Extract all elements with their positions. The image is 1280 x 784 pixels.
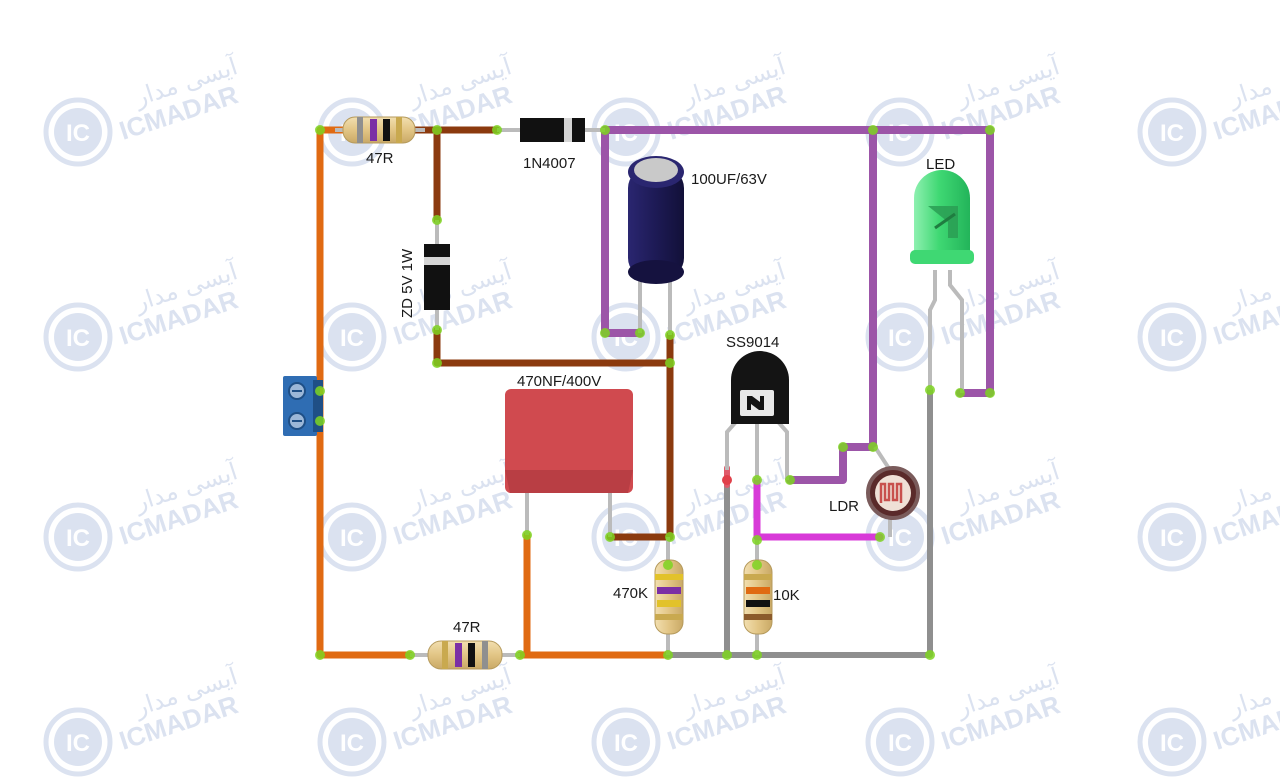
led	[910, 170, 974, 393]
connection-node	[663, 650, 673, 660]
connection-node	[522, 530, 532, 540]
watermark-badge-icon	[46, 505, 110, 569]
label-ldr: LDR	[829, 498, 859, 515]
resistor-bottom-47r	[410, 640, 520, 670]
connection-node	[752, 650, 762, 660]
connection-node	[665, 358, 675, 368]
connection-node	[315, 125, 325, 135]
connection-node	[752, 535, 762, 545]
label-film-capacitor: 470NF/400V	[517, 373, 601, 390]
watermark-badge-icon	[1140, 505, 1204, 569]
rectifier-diode-1n4007	[497, 118, 605, 142]
wire-purple-top	[601, 126, 994, 397]
connection-node	[838, 442, 848, 452]
zener-diode	[424, 220, 450, 330]
watermark-badge-icon	[46, 305, 110, 369]
connection-node	[985, 125, 995, 135]
label-resistor-top: 47R	[366, 150, 394, 167]
connection-node	[925, 650, 935, 660]
label-zener-diode: ZD 5V 1W	[399, 248, 416, 318]
connection-node	[985, 388, 995, 398]
label-rectifier-diode: 1N4007	[523, 155, 576, 172]
watermark-badge-icon	[46, 710, 110, 774]
connection-node	[752, 475, 762, 485]
connection-node	[875, 532, 885, 542]
connection-node	[785, 475, 795, 485]
component-labels: 47R 1N4007 100UF/63V LED ZD 5V 1W SS9014…	[366, 150, 955, 636]
connection-node	[600, 125, 610, 135]
connection-node	[722, 475, 732, 485]
ldr-photoresistor	[866, 445, 920, 537]
label-led: LED	[926, 156, 955, 173]
wire-purple-ldr	[786, 126, 877, 484]
connection-node	[315, 650, 325, 660]
connection-node	[432, 325, 442, 335]
connection-node	[315, 416, 325, 426]
connection-node	[432, 358, 442, 368]
watermark-badge-icon	[594, 710, 658, 774]
connection-node	[665, 330, 675, 340]
watermark-badge-icon	[868, 305, 932, 369]
connection-node	[515, 650, 525, 660]
connection-node	[492, 125, 502, 135]
connection-node	[752, 560, 762, 570]
connection-node	[925, 385, 935, 395]
watermark-badge-icon	[320, 710, 384, 774]
connection-node	[635, 328, 645, 338]
label-transistor: SS9014	[726, 334, 779, 351]
resistor-top-47r	[335, 116, 425, 144]
connection-node	[432, 215, 442, 225]
connection-node	[722, 650, 732, 660]
wire-orange-left	[316, 126, 414, 659]
watermark-badge-icon	[1140, 305, 1204, 369]
label-resistor-bottom: 47R	[453, 619, 481, 636]
connection-node	[315, 386, 325, 396]
watermark-badge-icon	[320, 305, 384, 369]
connection-node	[605, 532, 615, 542]
watermark-badge-icon	[46, 100, 110, 164]
resistor-470k	[654, 537, 684, 655]
connection-node	[665, 532, 675, 542]
connection-node	[868, 125, 878, 135]
transistor-ss9014	[725, 351, 789, 480]
connection-nodes	[315, 125, 995, 660]
connection-node	[868, 442, 878, 452]
label-resistor-10k: 10K	[773, 587, 800, 604]
watermark-badge-icon	[1140, 710, 1204, 774]
connection-node	[955, 388, 965, 398]
resistor-10k	[743, 540, 773, 655]
connection-node	[405, 650, 415, 660]
watermark-badge-icon	[1140, 100, 1204, 164]
electrolytic-capacitor	[628, 156, 684, 335]
label-resistor-470k: 470K	[613, 585, 648, 602]
film-capacitor	[505, 389, 633, 537]
watermark-badge-icon	[868, 710, 932, 774]
connection-node	[600, 328, 610, 338]
connection-node	[663, 560, 673, 570]
connection-node	[432, 125, 442, 135]
label-electrolytic-capacitor: 100UF/63V	[691, 171, 767, 188]
terminal-block	[283, 376, 323, 436]
watermark-badge-icon	[320, 505, 384, 569]
